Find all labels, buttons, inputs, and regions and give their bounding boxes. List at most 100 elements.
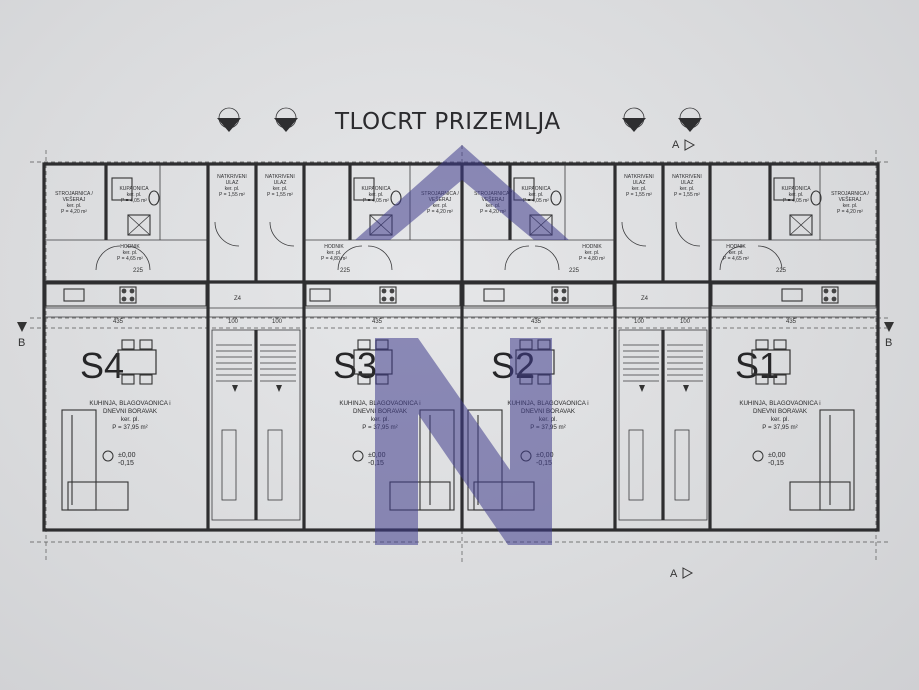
room-label: HODNIK [726, 244, 746, 250]
room-label: P = 4,65 m² [117, 256, 143, 262]
room-label: P = 4,05 m² [121, 198, 147, 204]
level-mark-icon [352, 450, 364, 462]
dining-table [117, 349, 157, 375]
stair-arrow-icon [276, 385, 282, 392]
room-label: KUPAONICA [119, 186, 149, 192]
dimension-label: 100 [272, 319, 283, 325]
level-value: ±0,00 [768, 452, 786, 459]
room-label: ker. pl. [632, 186, 647, 192]
party-walls [206, 164, 712, 530]
room-label: ker. pl. [127, 192, 142, 198]
stairwell-right [618, 329, 708, 521]
stair-arrow-icon [232, 385, 238, 392]
chair [755, 374, 769, 385]
room-label: ker. pl. [123, 250, 138, 256]
room-label: KUHINJA, BLAGOVAONICA i [89, 400, 170, 407]
kitchen-counters [45, 283, 877, 307]
room-label: ker. pl. [121, 416, 140, 423]
room-label: P = 4,65 m² [723, 256, 749, 262]
stair-label: Z4 [641, 296, 649, 302]
level-value: -0,15 [768, 460, 784, 467]
room-label: DNEVNI BORAVAK [103, 408, 158, 415]
hob-icon [119, 286, 137, 304]
room-label: VEŠERAJ [63, 196, 86, 203]
room-label: P = 4,20 m² [61, 209, 87, 215]
room-label: P = 4,80 m² [321, 256, 347, 262]
chair [357, 339, 371, 350]
shower-icon [513, 177, 535, 201]
dimension-label: 435 [372, 319, 383, 325]
level-value: -0,15 [118, 460, 134, 467]
room-label: HODNIK [324, 244, 344, 250]
stairwell-left [211, 329, 301, 521]
room-label: ker. pl. [585, 250, 600, 256]
room-label: STROJARNICA / [831, 191, 869, 197]
hob-icon [379, 286, 397, 304]
shower-icon [111, 177, 133, 201]
section-mark-b-right: B [885, 337, 892, 349]
unit-label: S1 [735, 345, 779, 386]
room-label: ULAZ [274, 180, 287, 186]
chair [121, 339, 135, 350]
room-label: P = 37,95 m² [112, 424, 147, 431]
shower-icon [773, 177, 795, 201]
room-label: KUHINJA, BLAGOVAONICA i [739, 400, 820, 407]
stair-arrow-icon [683, 385, 689, 392]
chair [139, 374, 153, 385]
dining-table [751, 349, 791, 375]
stair-post [221, 429, 237, 501]
room-label: HODNIK [582, 244, 602, 250]
room-label: P = 4,20 m² [837, 209, 863, 215]
boiler-icon [789, 214, 813, 236]
room-label: NATKRIVENI [217, 174, 247, 180]
dimension-label: 225 [133, 268, 144, 274]
sofa [61, 409, 97, 511]
room-label: P = 1,55 m² [267, 192, 293, 198]
dimension-label: 435 [113, 319, 124, 325]
room-label: ker. pl. [273, 186, 288, 192]
stair-label: Z4 [234, 296, 242, 302]
room-label: ker. pl. [529, 192, 544, 198]
room-label: ker. pl. [327, 250, 342, 256]
room-label: ker. pl. [225, 186, 240, 192]
section-arrow-icon [684, 139, 696, 151]
room-label: P = 4,05 m² [523, 198, 549, 204]
room-label: ker. pl. [369, 192, 384, 198]
door-swings [95, 221, 783, 271]
room-label: HODNIK [120, 244, 140, 250]
north-symbol-icon [678, 107, 702, 132]
chair [139, 339, 153, 350]
room-label: P = 1,55 m² [674, 192, 700, 198]
room-label: P = 37,95 m² [762, 424, 797, 431]
section-mark-a-bottom: A [670, 568, 678, 580]
room-label: ker. pl. [67, 203, 82, 209]
room-label: ker. pl. [843, 203, 858, 209]
stair-post [674, 429, 690, 501]
section-mark-b-left: B [18, 337, 25, 349]
chair [773, 339, 787, 350]
dimension-label: 435 [531, 319, 542, 325]
room-label: KUPAONICA [361, 186, 391, 192]
dimension-label: 100 [634, 319, 645, 325]
stair-arrow-icon [639, 385, 645, 392]
room-label: ULAZ [681, 180, 694, 186]
section-mark-a-top: A [672, 139, 680, 151]
dimension-label: 225 [569, 268, 580, 274]
stair-post [628, 429, 644, 501]
toilet-icon [810, 190, 822, 206]
toilet-icon [550, 190, 562, 206]
room-label: KUPAONICA [521, 186, 551, 192]
sofa-chaise [789, 481, 851, 511]
north-symbol-icon [217, 107, 241, 132]
boiler-icon [127, 214, 151, 236]
chair [755, 339, 769, 350]
dimension-label: 435 [786, 319, 797, 325]
room-label: KUPAONICA [781, 186, 811, 192]
sofa [819, 409, 855, 511]
sink-icon [483, 288, 505, 302]
room-label: VEŠERAJ [839, 196, 862, 203]
room-label: STROJARNICA / [55, 191, 93, 197]
sink-icon [309, 288, 331, 302]
